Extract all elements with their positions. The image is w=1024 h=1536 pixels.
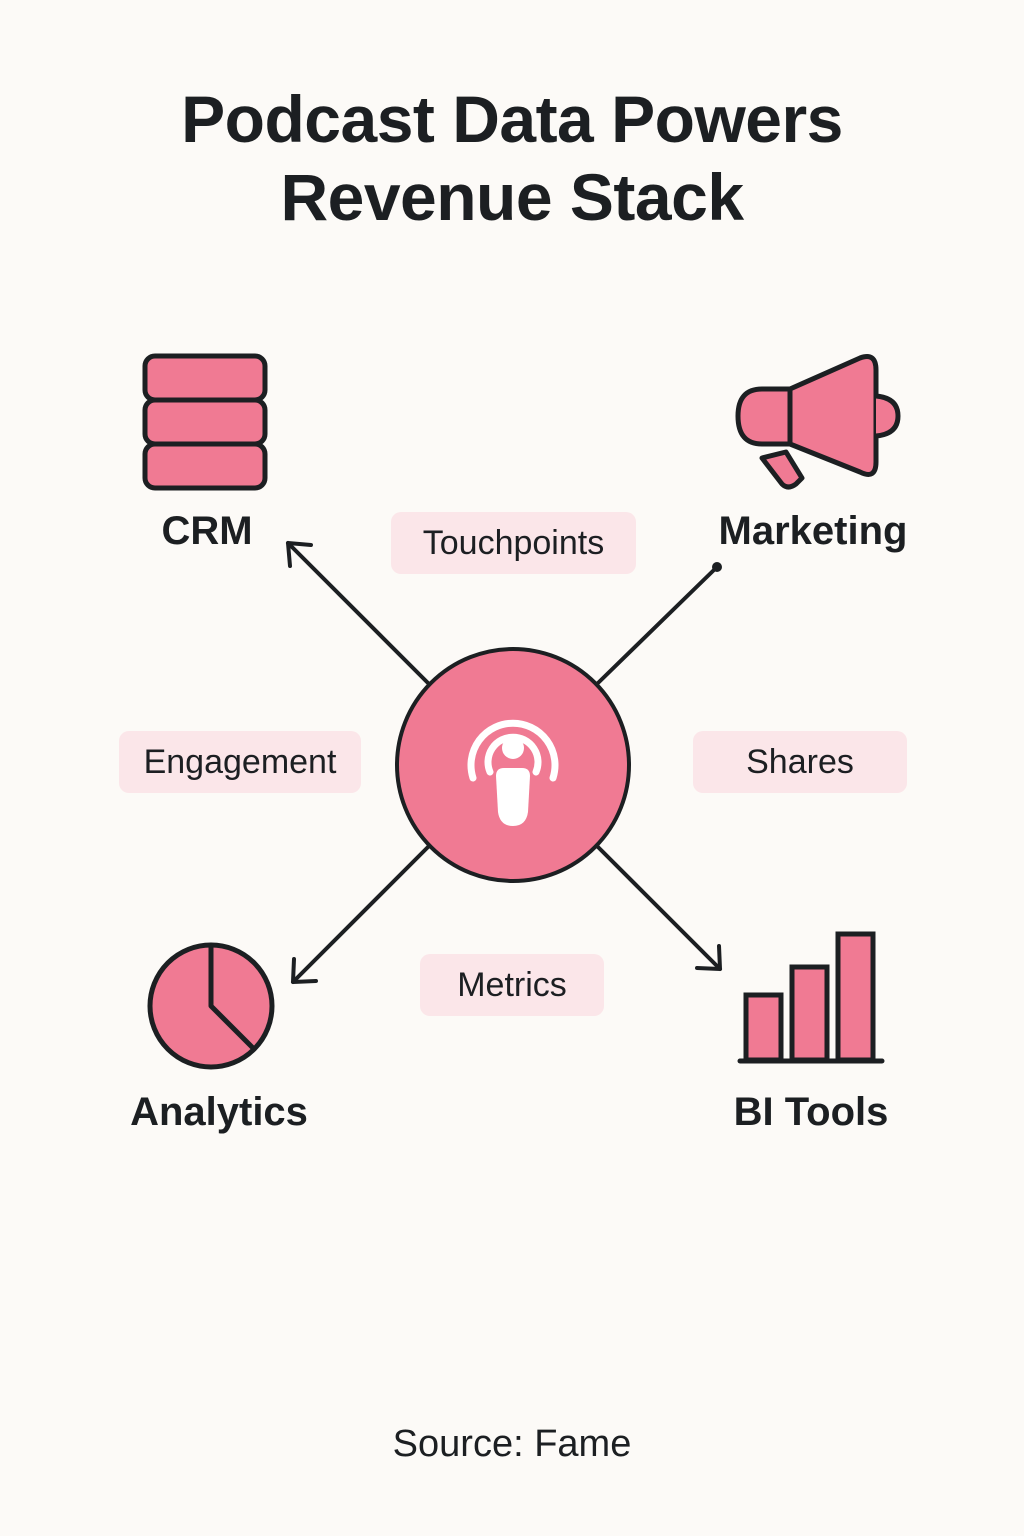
node-label-analytics: Analytics	[130, 1090, 308, 1134]
edge-label-metrics: Metrics	[420, 954, 604, 1016]
podcast-icon	[467, 719, 559, 826]
node-label-bi-tools: BI Tools	[733, 1090, 889, 1134]
connector-analytics	[291, 845, 430, 984]
bar-chart-icon	[737, 931, 885, 1064]
diagram-title: Podcast Data Powers Revenue Stack	[0, 80, 1024, 236]
title-line-1: Podcast Data Powers	[181, 82, 843, 156]
database-stack-icon	[142, 353, 268, 491]
connector-bi-tools	[596, 845, 722, 971]
edge-label-touchpoints: Touchpoints	[391, 512, 636, 574]
arrowhead-crm	[286, 541, 313, 568]
connector-marketing-dot	[712, 562, 722, 572]
connector-marketing	[596, 565, 719, 685]
source-caption: Source: Fame	[392, 1423, 632, 1465]
edge-label-shares: Shares	[693, 731, 907, 793]
arrowhead-bi-tools	[695, 944, 722, 971]
title-line-2: Revenue Stack	[280, 160, 744, 234]
connector-crm	[286, 541, 430, 685]
megaphone-icon	[735, 354, 901, 490]
connectors	[286, 541, 722, 984]
edge-label-engagement: Engagement	[119, 731, 361, 793]
node-label-marketing: Marketing	[718, 509, 908, 553]
arrowhead-analytics	[291, 957, 318, 984]
node-label-crm: CRM	[161, 509, 253, 553]
pie-chart-icon	[147, 942, 275, 1070]
podcast-hub	[395, 647, 631, 883]
